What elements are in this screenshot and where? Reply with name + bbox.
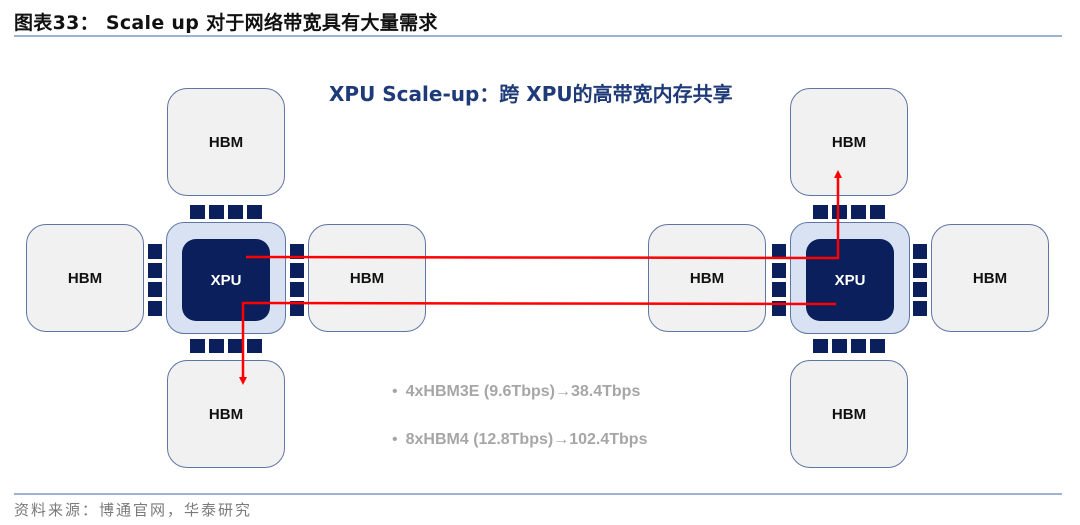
pad [148, 282, 162, 297]
pad [209, 339, 224, 353]
pad [190, 205, 205, 219]
right-pads-left [772, 244, 786, 316]
pad [813, 205, 828, 219]
right-hbm-top: HBM [790, 88, 908, 196]
right-pads-top [813, 205, 885, 219]
pad [247, 339, 262, 353]
left-hbm-left: HBM [26, 224, 144, 332]
pad [190, 339, 205, 353]
pad [290, 244, 304, 259]
pad [148, 301, 162, 316]
right-hbm-bottom: HBM [790, 360, 908, 468]
left-hbm-top: HBM [167, 88, 285, 196]
pad [913, 244, 927, 259]
pad [851, 205, 866, 219]
pad [913, 301, 927, 316]
right-hbm-right: HBM [931, 224, 1049, 332]
bullet-text: 8xHBM4 (12.8Tbps)→102.4Tbps [405, 431, 648, 448]
left-xpu-package: XPU [166, 222, 286, 334]
figure-title: 图表33： Scale up 对于网络带宽具有大量需求 [14, 12, 438, 34]
pad [290, 282, 304, 297]
right-pads-bottom [813, 339, 885, 353]
pad [913, 263, 927, 278]
pad [870, 205, 885, 219]
bandwidth-note: • 4xHBM3E (9.6Tbps)→38.4Tbps [392, 383, 647, 431]
right-xpu-package: XPU [790, 222, 910, 334]
right-xpu-core: XPU [806, 239, 894, 321]
pad [851, 339, 866, 353]
pad [772, 301, 786, 316]
title-divider [14, 35, 1062, 37]
pad [290, 263, 304, 278]
source-divider [14, 493, 1062, 495]
left-hbm-bottom: HBM [167, 360, 285, 468]
bandwidth-notes: • 4xHBM3E (9.6Tbps)→38.4Tbps • 8xHBM4 (12.… [392, 383, 647, 479]
pad [813, 339, 828, 353]
pad [870, 339, 885, 353]
right-hbm-left: HBM [648, 224, 766, 332]
left-pads-left [148, 244, 162, 316]
source-note: 资料来源：博通官网，华泰研究 [14, 501, 253, 519]
bullet-dot: • [392, 383, 398, 400]
pad [772, 244, 786, 259]
pad [148, 263, 162, 278]
pad [247, 205, 262, 219]
pad [772, 282, 786, 297]
pad [832, 205, 847, 219]
pad [148, 244, 162, 259]
left-pads-top [190, 205, 262, 219]
bullet-dot: • [392, 431, 398, 448]
left-pads-bottom [190, 339, 262, 353]
pad [913, 282, 927, 297]
right-pads-right [913, 244, 927, 316]
diagram-title: XPU Scale-up：跨 XPU的高带宽内存共享 [329, 82, 733, 106]
pad [228, 205, 243, 219]
bullet-text: 4xHBM3E (9.6Tbps)→38.4Tbps [405, 383, 641, 400]
left-hbm-right: HBM [308, 224, 426, 332]
pad [209, 205, 224, 219]
left-xpu-core: XPU [182, 239, 270, 321]
bandwidth-note: • 8xHBM4 (12.8Tbps)→102.4Tbps [392, 431, 647, 479]
pad [290, 301, 304, 316]
pad [772, 263, 786, 278]
pad [228, 339, 243, 353]
left-pads-right [290, 244, 304, 316]
pad [832, 339, 847, 353]
